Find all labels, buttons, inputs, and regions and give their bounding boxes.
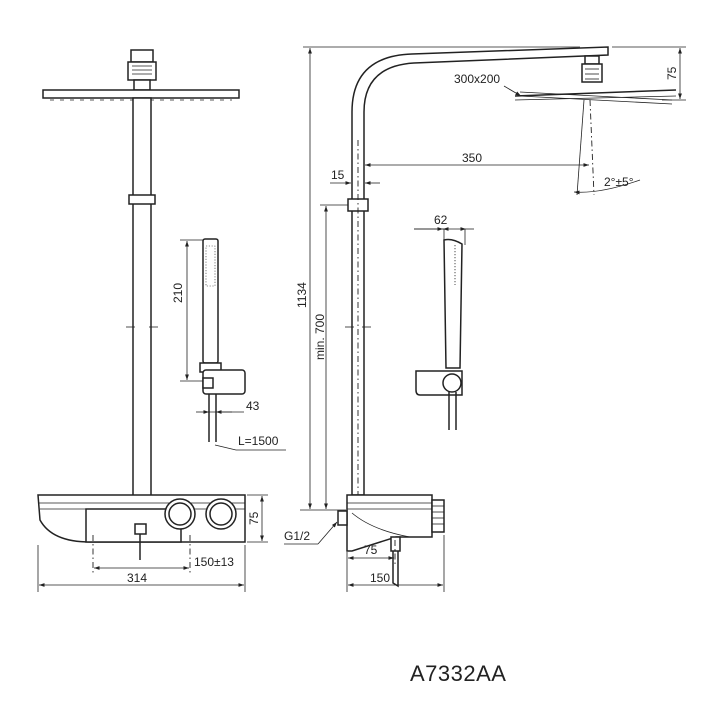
front-slider-clip — [128, 194, 156, 205]
dim-holder-offset: 43 — [246, 399, 260, 413]
dim-tilt-angle: 2°±5° — [604, 175, 634, 189]
front-hand-shower-nozzles — [205, 245, 216, 287]
dim-inlet-spacing: 150±13 — [194, 555, 234, 569]
side-hand-shower — [443, 238, 463, 369]
dim-handshower-width: 62 — [434, 213, 448, 227]
dim-side-depth-75: 75 — [364, 543, 378, 557]
dim-hose-length: L=1500 — [238, 434, 279, 448]
dim-pipe-offset: 15 — [331, 168, 345, 182]
dim-min-height: min. 700 — [313, 314, 327, 360]
front-outlet-spout — [134, 523, 147, 535]
side-view: 75 300x200 350 2°±5° 15 1134 min. 700 — [284, 46, 686, 592]
dim-total-height: 1134 — [295, 282, 309, 308]
dim-thermostat-height: 75 — [247, 511, 261, 525]
dim-inlet-thread: G1/2 — [284, 529, 310, 543]
dim-head-size: 300x200 — [454, 72, 500, 86]
front-hand-shower — [202, 238, 219, 364]
front-riser-pipe — [132, 97, 152, 497]
dim-handshower-length: 210 — [171, 283, 185, 303]
front-shower-head — [42, 89, 240, 99]
side-outlet — [390, 536, 401, 552]
side-shower-head — [514, 89, 677, 97]
front-head-connector-top — [130, 49, 154, 63]
side-head-connector — [581, 63, 603, 83]
front-view: 210 43 L=1500 75 150±13 — [37, 49, 286, 592]
side-inlet-connector — [337, 510, 348, 526]
side-riser-arm — [351, 46, 609, 496]
handshower-side-view: 62 — [414, 213, 474, 430]
dim-thermostat-width: 314 — [127, 571, 147, 585]
side-knob — [431, 499, 445, 533]
dim-head-height: 75 — [665, 66, 679, 80]
dim-arm-reach: 350 — [462, 151, 482, 165]
model-code: A7332AA — [410, 661, 506, 686]
dim-side-depth-150: 150 — [370, 571, 390, 585]
front-head-connector-nut — [127, 61, 157, 81]
